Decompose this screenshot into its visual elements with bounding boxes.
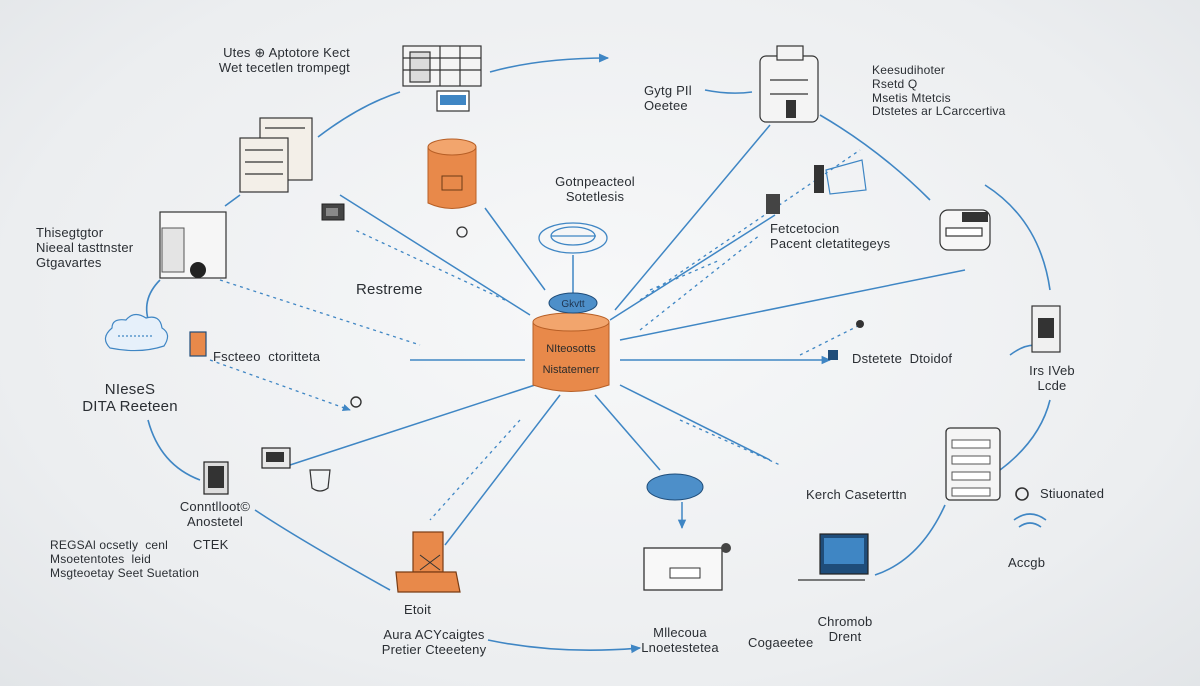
arc-right-outer [984,184,1051,291]
arc-right-down [999,399,1051,471]
label-bottom-left: REGSAl ocsetly cenl Msoetentotes leid Ms… [50,538,200,580]
phone-icon [766,159,867,214]
switch-icon [1031,305,1061,353]
flag-icon [189,331,362,408]
monitor-icon [798,533,869,581]
label-comm: Conntlloot© Anostetel [179,499,251,529]
hub-top [532,312,610,332]
label-ctek: CTEK [193,537,229,552]
arc-top-left [317,91,401,138]
dash-down-left [429,419,521,521]
dash-right-mid [639,234,761,331]
dash-left-top [219,279,421,346]
label-cogae: Cogaeetee [748,635,814,650]
dash-right-3 [649,259,721,291]
database-icon [427,138,477,238]
orange-device-icon [395,531,461,593]
label-top-left: Utes ⊕ Aptotore Kect Wet tecetlen trompe… [218,45,350,75]
label-stiored: Stiuonated [1040,486,1105,501]
spoke-lower-left [289,384,536,466]
central-hub[interactable]: NIteosotts Nistatemerr [532,312,610,392]
spoke-upper-left [339,194,531,316]
label-lrs: Irs IVeb Lcde [1029,363,1075,393]
label-right-top: Keesudihoter Rsetd Q Msetis Mtetcis Dtst… [872,63,1006,119]
sensor-icon [828,320,864,360]
label-aura: Aura ACYcaigtes Pretier Cteeeteny [381,627,487,657]
arc-top-mid [489,53,610,73]
hub-body [532,321,610,392]
label-left-mid: Fscteeo ctoritteta [213,349,321,364]
spoke-db [484,207,546,291]
label-milecoua: Mllecoua Lnoetestetea [641,625,719,655]
label-federation: Fetcetocion Pacent cletatitegeys [770,221,891,251]
spoke-federation [609,214,776,321]
spoke-top-right [614,124,771,311]
outer-ring-connectors [145,53,1051,654]
machine-icon [939,209,991,251]
cloud-icon [538,222,608,254]
arc-bottom [487,639,642,654]
appliance-icon [643,543,731,591]
hub-tag: Gkvtt [548,292,598,314]
cloud-left-icon [104,313,169,352]
label-data: NIeseS DITA Reeteen [82,381,178,416]
hub-tag-text: Gkvtt [561,299,585,310]
spoke-down-left [444,394,561,546]
server-stack-icon [239,117,313,193]
server-cabinet-icon [759,45,819,123]
server-rack-icon [402,45,482,112]
label-left-upper: Thisegtgtor Nieeal tasttnster Gtgavartes [36,225,134,270]
spoke-down-right [594,394,661,471]
spoke-right-lower [619,384,771,461]
hdd-icon [203,461,229,495]
arc-left-upper [224,194,241,207]
label-restreme: Restreme [356,281,423,298]
spoke-right-far [619,269,966,341]
rack-unit-icon [945,427,1001,501]
dash-left-mid [209,359,351,411]
arc-gpil [704,89,753,94]
label-kerch: Kerch Caseterttn [806,487,907,502]
label-accgb: Accgb [1008,555,1046,570]
cup-icon [309,469,331,492]
camera-icon [321,203,345,221]
arc-bottom-right [874,504,946,576]
scanner-icon [261,447,291,469]
arc-bottom-left [254,509,391,591]
dash-right-upper [639,149,861,301]
arc-right-top [819,114,931,201]
label-chromob: Chromob Drent [817,614,873,644]
hub-spokes [289,124,966,546]
label-center-top: Gotnpeacteol Sotetlesis [555,174,635,204]
wifi-icon [1013,487,1047,528]
label-dstetere: Dstetete Dtoidof [852,351,953,366]
dashed-spokes [209,149,861,521]
label-etoi: Etoit [404,602,432,617]
hub-line-1: NIteosotts [546,343,596,355]
hub-tag-pill [548,292,598,314]
dash-right-low [679,419,781,466]
tower-computer-icon [159,211,227,279]
arc-left-down [147,419,201,481]
hub-line-2: Nistatemerr [543,364,600,376]
storage-pill-icon [646,473,704,530]
label-gpil: Gytg PIl Oeetee [644,83,692,113]
